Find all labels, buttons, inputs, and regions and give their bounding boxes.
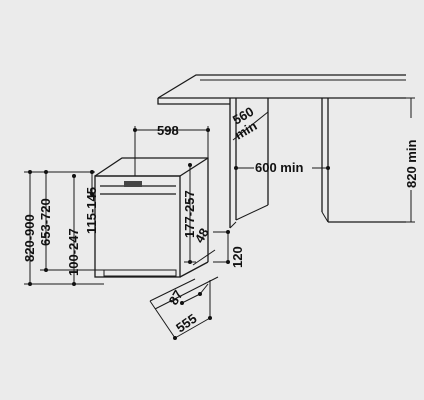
label-653-720: 653-720 <box>38 198 53 246</box>
label-120: 120 <box>230 246 245 268</box>
label-820-900: 820-900 <box>22 214 37 262</box>
label-600-min: 600 min <box>255 160 303 175</box>
label-115-145: 115-145 <box>84 187 99 234</box>
label-598: 598 <box>157 123 179 138</box>
label-48: 48 <box>192 225 212 245</box>
label-100-247: 100-247 <box>66 228 81 276</box>
dimension-labels: 598 560 min 600 min 820 min 820-900 653-… <box>22 104 419 336</box>
dimension-lines <box>24 97 415 339</box>
dishwasher-body <box>94 157 209 278</box>
label-87: 87 <box>166 287 186 307</box>
dimension-dots <box>28 128 330 340</box>
label-555: 555 <box>173 311 199 336</box>
label-177-257: 177-257 <box>182 190 197 238</box>
label-820-min: 820 min <box>404 140 419 188</box>
cabinet-niche <box>157 74 406 229</box>
